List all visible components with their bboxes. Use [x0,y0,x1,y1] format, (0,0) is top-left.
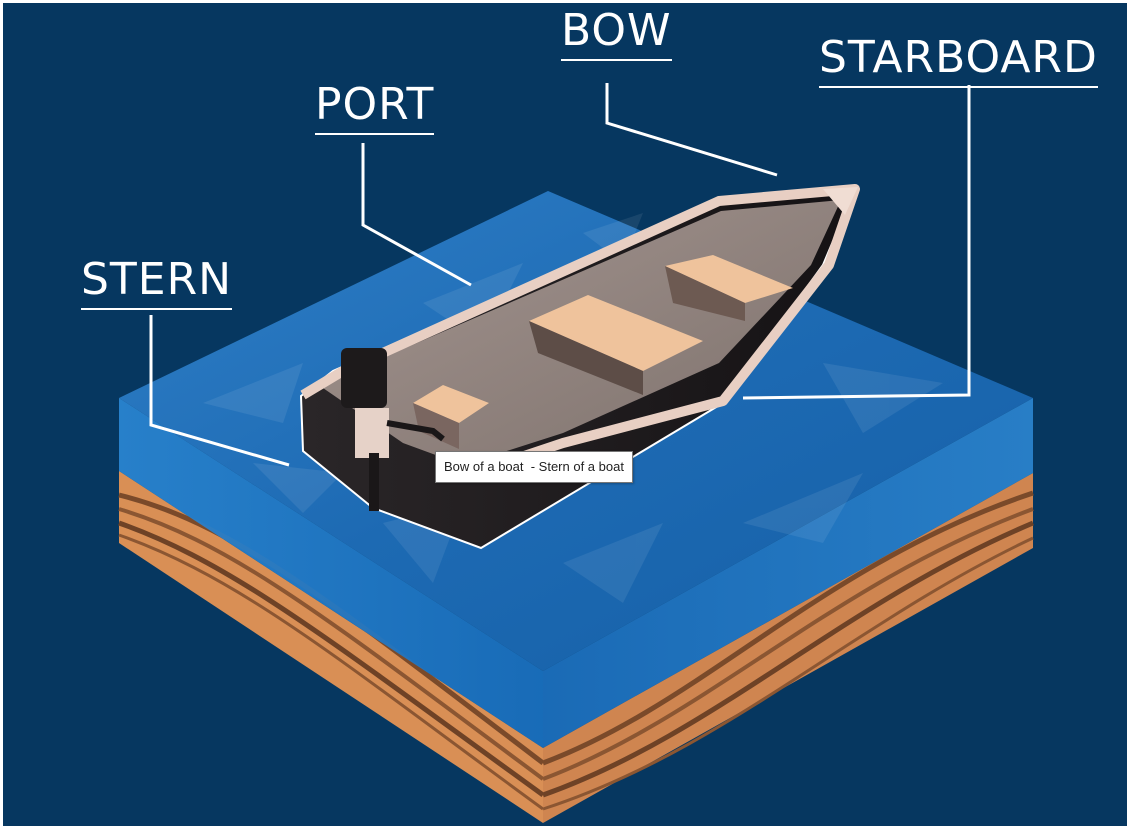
boat-front-seat [665,255,793,303]
port-label: PORT [315,83,435,135]
boat-middle-seat-side [529,321,643,395]
outboard-motor-bracket [355,408,389,458]
sand-right-face [542,473,1034,823]
outboard-motor-shaft [369,453,379,511]
starboard-label: STARBOARD [819,36,1098,88]
boat-bow-tip [823,187,858,215]
water-ripples [203,213,943,603]
boat-middle-seat [529,295,703,371]
outboard-motor-cowling [341,348,387,408]
label-leader-lines [149,83,971,467]
bow-leader-line [605,83,778,177]
sand-left-face [118,471,545,823]
boat-rear-seat-side [413,403,459,449]
boat-diorama-illustration [118,83,1034,823]
stern-label: STERN [81,258,233,310]
starboard-label-text: STARBOARD [819,32,1098,83]
stern-label-text: STERN [81,254,233,305]
stern-leader-line [149,315,290,467]
boat-gunwale [300,184,860,478]
outboard-motor-tiller [386,420,445,442]
bow-label: BOW [561,9,672,61]
boat-front-seat-side [665,266,745,321]
boat-rear-seat [413,385,489,423]
bow-label-text: BOW [561,5,672,56]
port-label-underline [315,133,435,135]
bow-label-underline [561,59,672,61]
water-right-face [543,398,1033,748]
water-left-face [119,398,543,748]
illustration-panel: BOW STARBOARD PORT STERN [3,3,1127,826]
port-leader-line [361,143,472,287]
image-tooltip: Bow of a boat - Stern of a boat [435,451,633,483]
starboard-leader-line [742,85,971,400]
starboard-label-underline [819,86,1098,88]
port-label-text: PORT [315,79,435,130]
stern-label-underline [81,308,233,310]
